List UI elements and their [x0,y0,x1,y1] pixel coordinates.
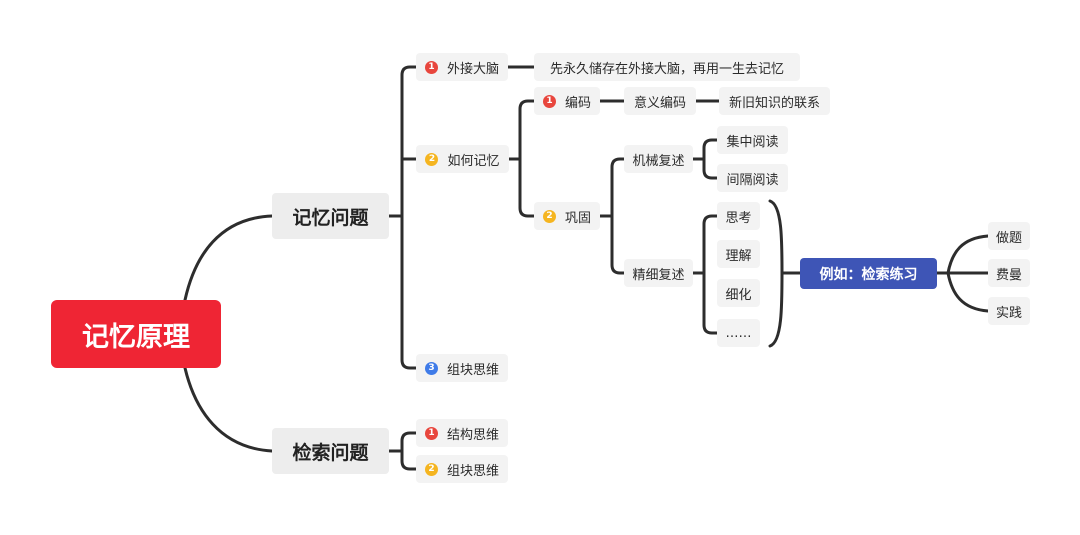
node-consolidate: 2 巩固 [534,202,600,230]
branch-retrieval-problem: 检索问题 [272,428,389,474]
node-external-brain-detail: 先永久储存在外接大脑，再用一生去记忆 [534,53,800,81]
node-spaced-reading: 间隔阅读 [717,164,788,192]
node-practice: 实践 [988,297,1030,325]
node-chunk-thinking-retrieval: 2 组块思维 [416,455,508,483]
node-example-retrieval-practice: 例如：检索练习 [800,258,937,289]
number-badge-1: 1 [424,60,438,74]
node-label: 结构思维 [446,427,499,443]
node-do-exercises: 做题 [988,222,1030,250]
number-badge-2: 2 [424,462,438,476]
number-badge-2: 2 [425,152,439,166]
branch-memory-problem: 记忆问题 [272,193,389,239]
node-understand: 理解 [717,240,760,268]
node-chunk-thinking: 3 组块思维 [416,354,508,382]
number-badge-1: 1 [424,426,438,440]
node-elaborate-rehearsal: 精细复述 [624,259,693,287]
node-label: 组块思维 [446,362,499,378]
node-meaning-encoding: 意义编码 [624,87,696,115]
node-old-new-knowledge: 新旧知识的联系 [719,87,830,115]
node-structure-thinking: 1 结构思维 [416,419,508,447]
number-badge-1: 1 [542,94,556,108]
number-badge-3: 3 [424,361,438,375]
node-label: 组块思维 [446,463,499,479]
node-label: 巩固 [564,210,591,226]
node-think: 思考 [717,202,760,230]
node-label: 如何记忆 [447,153,500,169]
node-refine: 细化 [717,279,760,307]
root-node: 记忆原理 [51,300,221,368]
node-mechanical-rehearsal: 机械复述 [624,145,693,173]
node-focused-reading: 集中阅读 [717,126,788,154]
node-ellipsis: …… [717,319,760,347]
node-external-brain: 1 外接大脑 [416,53,508,81]
node-how-to-memorize: 2 如何记忆 [416,145,509,173]
node-label: 编码 [564,95,591,111]
node-encoding: 1 编码 [534,87,600,115]
node-feynman: 费曼 [988,259,1030,287]
node-label: 外接大脑 [446,61,499,77]
number-badge-2: 2 [542,209,556,223]
